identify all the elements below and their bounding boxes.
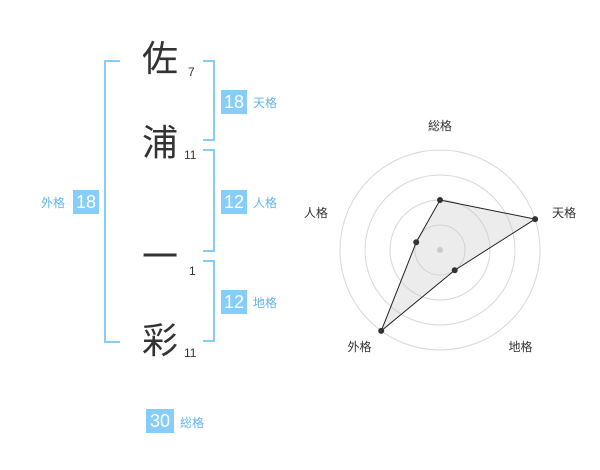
stroke-count-2: 11 xyxy=(184,148,197,162)
radar-point xyxy=(413,239,420,246)
name-char-2: 浦 xyxy=(141,123,178,164)
radar-ring xyxy=(339,149,541,351)
radar-data-area xyxy=(380,199,537,332)
soukaku-value: 30 xyxy=(146,409,174,433)
name-char-1: 佐 xyxy=(141,39,178,80)
stroke-count-3: 1 xyxy=(189,264,196,278)
jinkaku-label: 人格 xyxy=(253,196,278,210)
radar-point xyxy=(378,327,385,334)
radar-axis-label: 天格 xyxy=(552,205,577,220)
radar-ring xyxy=(414,224,466,276)
stroke-count-1: 7 xyxy=(188,65,195,79)
radar-ring xyxy=(364,174,516,326)
radar-axis-label: 総格 xyxy=(428,119,453,133)
gaikaku-label: 外格 xyxy=(41,196,66,210)
radar-axis-label: 外格 xyxy=(347,340,372,355)
radar-point xyxy=(532,216,539,223)
radar-point xyxy=(437,197,443,203)
tenkaku-label: 天格 xyxy=(253,96,278,110)
radar-point xyxy=(451,267,458,274)
soukaku-label: 総格 xyxy=(180,416,205,430)
jinkaku-bracket xyxy=(203,149,215,252)
name-char-3: 一 xyxy=(141,237,178,278)
gaikaku-bracket xyxy=(104,60,120,343)
radar-axis-label: 地格 xyxy=(508,340,533,355)
jinkaku-value: 12 xyxy=(221,190,247,214)
gaikaku-value: 18 xyxy=(73,190,99,214)
radar-axis-label: 人格 xyxy=(303,205,328,220)
tenkaku-value: 18 xyxy=(221,90,247,114)
chikaku-label: 地格 xyxy=(253,296,278,310)
stroke-count-4: 11 xyxy=(184,346,197,360)
tenkaku-bracket xyxy=(203,60,215,141)
radar-center xyxy=(437,247,443,253)
chikaku-bracket xyxy=(203,260,215,342)
name-char-4: 彩 xyxy=(141,321,178,362)
chikaku-value: 12 xyxy=(221,290,247,314)
